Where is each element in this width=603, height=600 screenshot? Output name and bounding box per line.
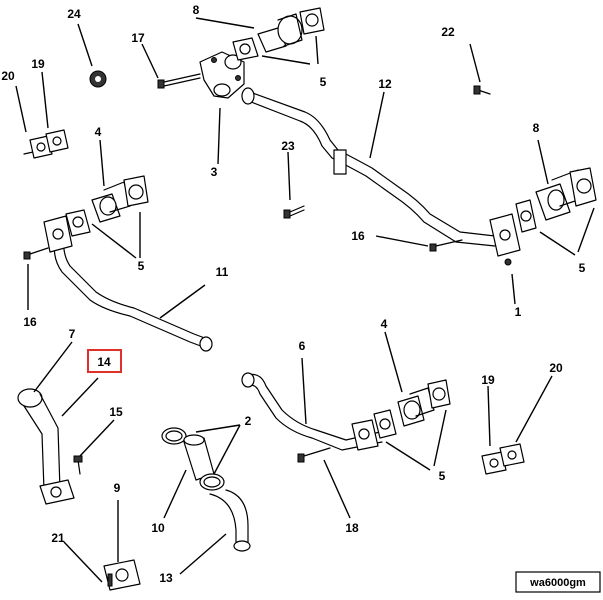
elbow-hose-13 bbox=[209, 489, 251, 552]
callout-3: 3 bbox=[211, 165, 218, 179]
callout-8-right: 8 bbox=[533, 121, 540, 135]
leader-lines bbox=[15, 17, 595, 583]
bolt-16-right bbox=[429, 239, 463, 252]
elbow-fitting bbox=[199, 51, 245, 99]
coolant-tube-upper bbox=[241, 87, 521, 257]
bolt-17 bbox=[157, 73, 201, 89]
callout-12: 12 bbox=[378, 77, 392, 91]
callout-24: 24 bbox=[67, 7, 81, 21]
figure-code-text: wa6000gm bbox=[529, 577, 586, 589]
callout-5-lower: 5 bbox=[439, 469, 446, 483]
callout-1: 1 bbox=[515, 305, 522, 319]
callout-19-top: 19 bbox=[31, 57, 45, 71]
callout-15: 15 bbox=[109, 405, 123, 419]
callout-labels: 1 2 3 4 4 5 5 5 5 6 7 8 8 9 10 11 12 13 … bbox=[1, 3, 585, 585]
callout-5-right: 5 bbox=[579, 261, 586, 275]
callout-2: 2 bbox=[245, 414, 252, 428]
bolt-16-left bbox=[23, 247, 49, 260]
callout-17: 17 bbox=[131, 31, 145, 45]
callout-5-left: 5 bbox=[138, 259, 145, 273]
callout-20-top: 20 bbox=[1, 69, 15, 83]
callout-23: 23 bbox=[281, 139, 295, 153]
coolant-tube-lower bbox=[241, 372, 383, 451]
plug-1 bbox=[504, 258, 512, 266]
callout-13: 13 bbox=[159, 571, 173, 585]
callout-4-left: 4 bbox=[95, 125, 102, 139]
hose-clamp-lower bbox=[199, 473, 225, 491]
hose-clamp-upper bbox=[161, 427, 187, 445]
gasket-pair-upper-left bbox=[23, 129, 69, 159]
callout-20-lower: 20 bbox=[549, 361, 563, 375]
lower-flange-stack bbox=[373, 379, 451, 439]
callout-16-right: 16 bbox=[351, 229, 365, 243]
coolant-tube-left bbox=[43, 215, 213, 352]
bolt-18 bbox=[297, 447, 331, 463]
bolt-15 bbox=[73, 455, 83, 475]
callout-6: 6 bbox=[299, 339, 306, 353]
callout-18: 18 bbox=[345, 521, 359, 535]
callout-7: 7 bbox=[69, 327, 76, 341]
elbow-pipe-7 bbox=[17, 388, 75, 505]
callout-16-left: 16 bbox=[23, 315, 37, 329]
callout-22: 22 bbox=[441, 25, 455, 39]
washer-24-hole bbox=[95, 76, 101, 82]
callout-9: 9 bbox=[114, 481, 121, 495]
gasket-pair-lower-right bbox=[481, 443, 525, 475]
hose-10 bbox=[183, 434, 215, 481]
callout-21: 21 bbox=[51, 531, 65, 545]
figure-code-label: wa6000gm bbox=[515, 571, 601, 593]
left-flange-stack bbox=[65, 175, 149, 237]
highlight-box bbox=[87, 349, 122, 373]
callout-4-lower: 4 bbox=[381, 317, 388, 331]
callout-10: 10 bbox=[151, 521, 165, 535]
callout-8-top: 8 bbox=[193, 3, 200, 17]
right-flange-stack bbox=[515, 167, 597, 233]
callout-11: 11 bbox=[216, 265, 229, 279]
callout-5-top: 5 bbox=[320, 75, 327, 89]
callout-19-lower: 19 bbox=[481, 373, 495, 387]
top-gasket-and-flange bbox=[232, 7, 325, 61]
cover-plate-9 bbox=[103, 559, 141, 591]
bolt-22 bbox=[473, 85, 491, 95]
bolt-23 bbox=[283, 205, 305, 219]
callout-14: 14 bbox=[97, 355, 111, 369]
